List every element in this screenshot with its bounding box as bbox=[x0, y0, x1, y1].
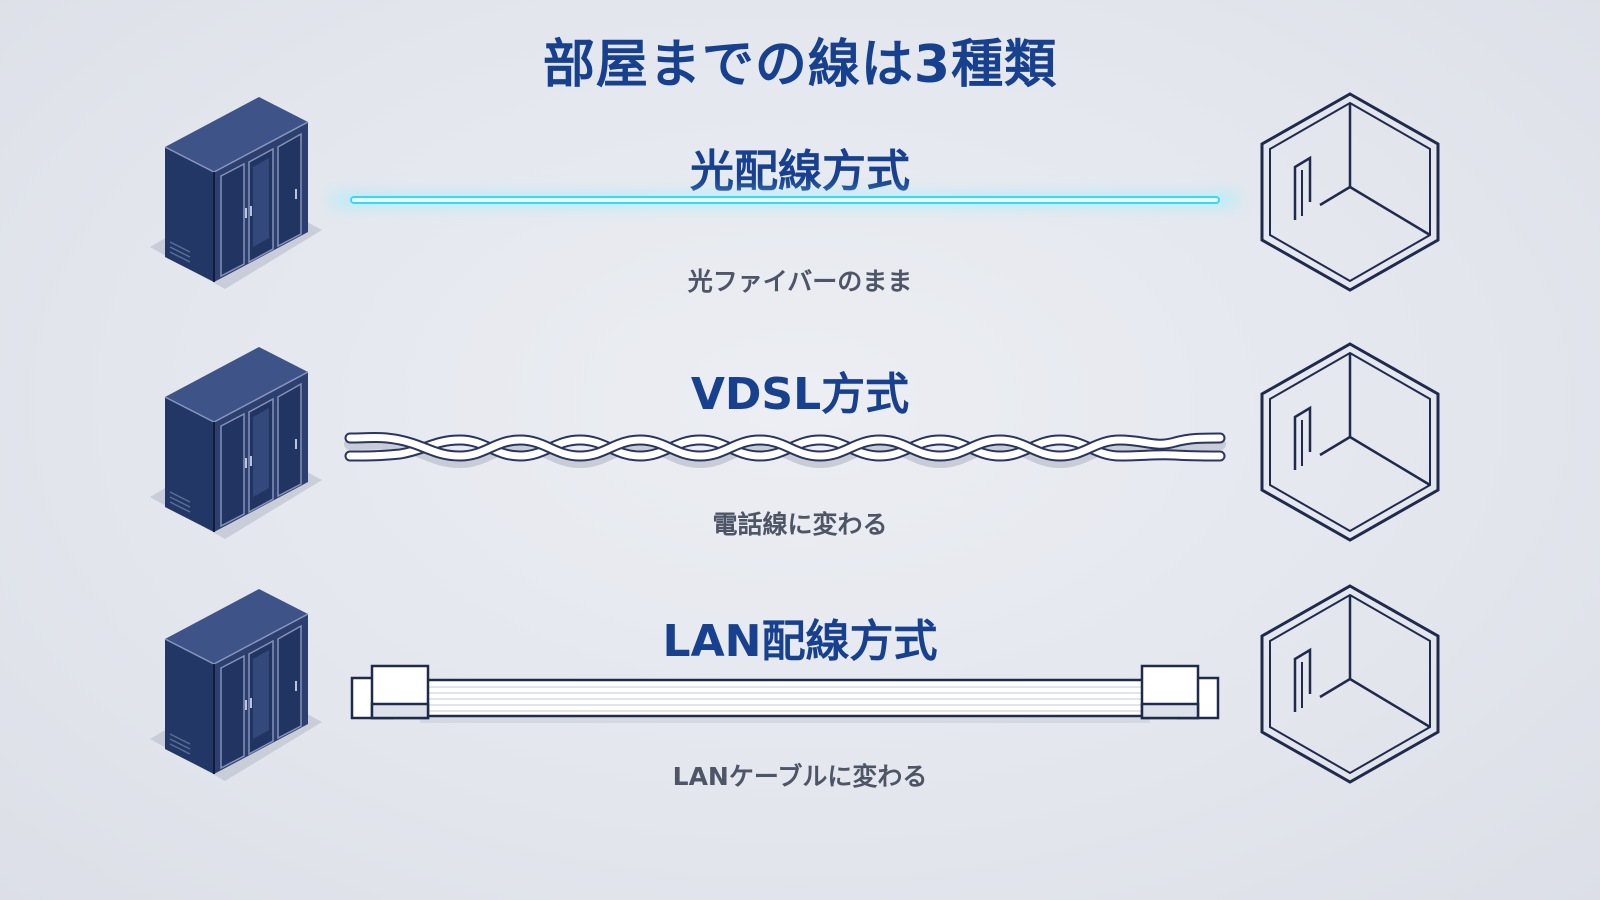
page-title: 部屋までの線は3種類 bbox=[542, 35, 1058, 95]
method-caption-fiber: 光ファイバーのまま bbox=[687, 267, 913, 296]
fiber-optic-cable bbox=[330, 185, 1240, 225]
method-title-vdsl: VDSL方式 bbox=[690, 369, 910, 420]
twisted-pair-telephone-cable bbox=[330, 428, 1240, 478]
room-icon bbox=[1250, 92, 1450, 292]
server-rack-icon bbox=[150, 92, 330, 302]
server-rack-icon bbox=[150, 342, 330, 552]
room-icon bbox=[1250, 584, 1450, 784]
method-title-lan: LAN配線方式 bbox=[662, 616, 938, 667]
method-title-fiber: 光配線方式 bbox=[690, 146, 910, 197]
method-caption-lan: LANケーブルに変わる bbox=[672, 762, 928, 791]
flat-lan-cable bbox=[330, 664, 1240, 738]
server-rack-icon bbox=[150, 584, 330, 794]
room-icon bbox=[1250, 342, 1450, 542]
method-caption-vdsl: 電話線に変わる bbox=[712, 510, 888, 539]
